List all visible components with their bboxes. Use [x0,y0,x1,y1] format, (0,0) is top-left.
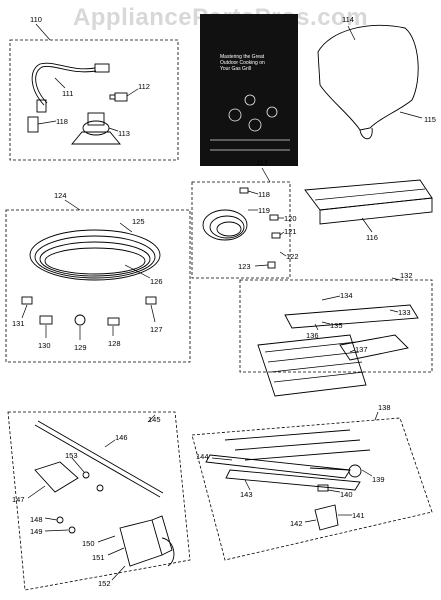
label-125: 125 [132,217,145,226]
label-134: 134 [340,291,353,300]
label-117: 117 [256,158,268,167]
label-148: 148 [30,515,43,524]
label-133: 133 [398,308,411,317]
label-130: 130 [38,341,51,350]
label-121: 121 [284,227,297,236]
label-127: 127 [150,325,163,334]
label-153: 153 [65,451,78,460]
label-120: 120 [284,214,297,223]
booklet-title-line-1: Mastering the Great [220,54,265,60]
label-114: 114 [342,15,354,24]
label-147: 147 [12,495,25,504]
group-138-rotisserie [191,411,433,561]
booklet-title-line-2: Outdoor Cooking on [220,60,265,66]
label-119: 119 [258,206,270,215]
label-150: 150 [82,539,95,548]
group-145-igniter [7,411,191,591]
warming-rack-116 [304,179,433,233]
label-112: 112 [138,82,150,91]
label-144: 144 [196,452,209,461]
label-141: 141 [352,511,365,520]
label-126: 126 [150,277,163,286]
label-139: 139 [372,475,385,484]
group-110-hose-kit [9,23,179,161]
label-118: 118 [56,117,68,126]
label-124: 124 [54,191,67,200]
booklet-114: Mastering the Great Outdoor Cooking on Y… [200,14,298,166]
booklet-title-line-3: Your Gas Grill [220,66,251,72]
label-138: 138 [378,403,391,412]
label-113: 113 [118,129,130,138]
label-140: 140 [340,490,353,499]
label-137: 137 [355,345,368,354]
label-136: 136 [306,331,319,340]
label-143: 143 [240,490,253,499]
label-145: 145 [148,415,161,424]
label-135: 135 [330,321,343,330]
label-151: 151 [92,553,105,562]
label-149: 149 [30,527,43,536]
label-146: 146 [115,433,128,442]
label-122: 122 [286,252,299,261]
label-115: 115 [424,115,436,124]
label-123: 123 [238,262,251,271]
label-128: 128 [108,339,121,348]
label-111: 111 [62,89,73,98]
group-132-cooking-grids [239,277,433,397]
label-116: 116 [366,233,378,242]
label-131: 131 [12,319,25,328]
label-118-kit: 118 [258,190,270,199]
cover-115 [317,24,423,140]
label-152: 152 [98,579,111,588]
group-117-wire-kit [191,167,291,279]
group-124-tubing [5,199,191,363]
label-132: 132 [400,271,413,280]
label-142: 142 [290,519,303,528]
label-110: 110 [30,15,42,24]
label-129: 129 [74,343,87,352]
